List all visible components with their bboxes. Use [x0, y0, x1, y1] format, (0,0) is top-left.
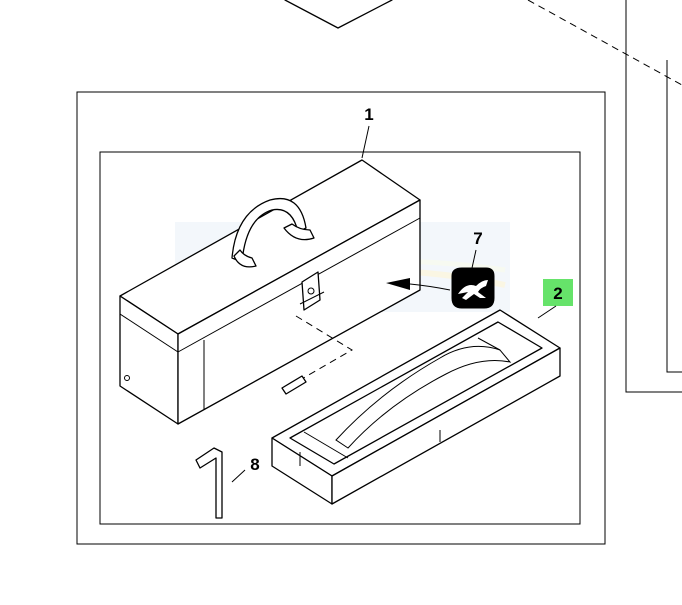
hinge-pin[interactable]	[281, 375, 307, 395]
callout-2[interactable]: 2	[537, 279, 573, 319]
leader-dashed-right	[527, 0, 682, 86]
outer-frame	[76, 91, 606, 545]
adjacent-part-outline	[284, 0, 393, 29]
adjacent-frame-right	[625, 0, 682, 393]
inner-frame	[99, 151, 581, 525]
decal[interactable]	[386, 267, 495, 309]
tool-box[interactable]	[119, 159, 421, 425]
callout-8[interactable]: 8	[231, 455, 260, 483]
svg-text:7: 7	[473, 229, 482, 248]
hex-key[interactable]	[195, 447, 223, 519]
tool-tray[interactable]	[271, 309, 561, 505]
callout-1[interactable]: 1	[361, 105, 374, 159]
svg-text:2: 2	[553, 284, 562, 303]
svg-text:8: 8	[250, 455, 259, 474]
tool-box-latch[interactable]	[299, 271, 325, 311]
callout-2-highlight	[543, 279, 573, 306]
callout-7[interactable]: 7	[471, 229, 483, 269]
svg-text:1: 1	[364, 105, 373, 124]
tool-box-handle[interactable]	[231, 198, 315, 268]
